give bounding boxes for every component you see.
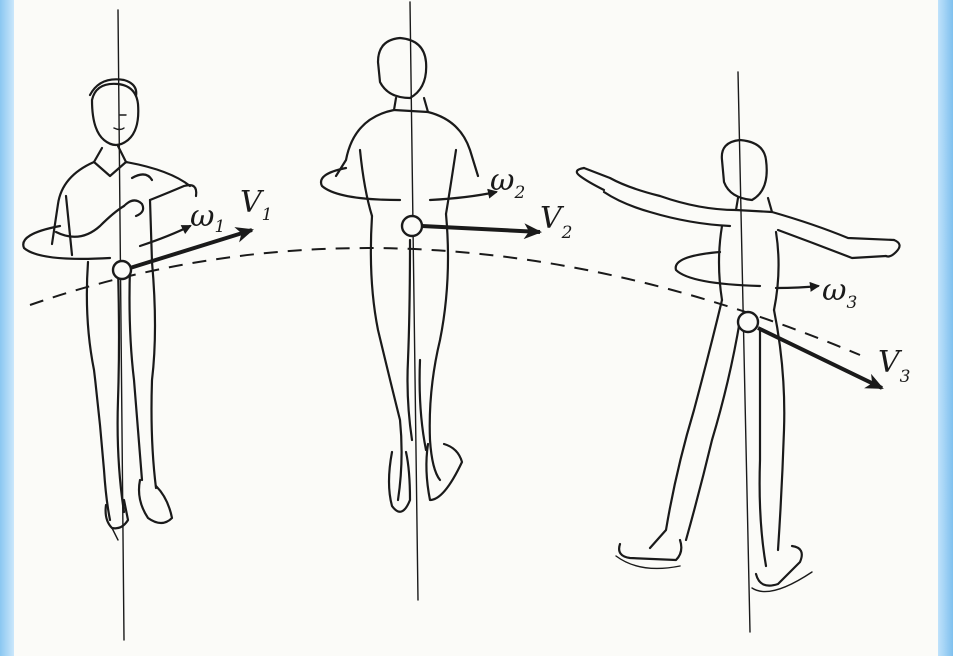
skater-3: ω3 V3 <box>577 72 911 632</box>
velocity-1-label: V1 <box>240 185 273 225</box>
velocity-arrow-2 <box>422 226 540 232</box>
skater-2: ω2 V2 <box>321 2 573 600</box>
velocity-2-label: V2 <box>540 201 573 243</box>
omega-3-label: ω3 <box>822 273 857 313</box>
omega-2-label: ω2 <box>490 163 525 203</box>
velocity-arrow-1 <box>130 230 252 268</box>
skater-1: ω1 V1 <box>23 10 272 640</box>
velocity-arrow-3 <box>758 328 882 388</box>
rotation-arrow-2 <box>321 168 400 200</box>
omega-1-label: ω1 <box>190 199 225 237</box>
rotation-arrow-3 <box>676 252 760 286</box>
center-of-mass-2 <box>402 216 422 236</box>
rotation-arrow-1 <box>23 226 110 259</box>
center-of-mass-1 <box>113 261 131 279</box>
center-of-mass-3 <box>738 312 758 332</box>
rotation-axis-3 <box>738 72 750 632</box>
velocity-3-label: V3 <box>878 345 911 387</box>
